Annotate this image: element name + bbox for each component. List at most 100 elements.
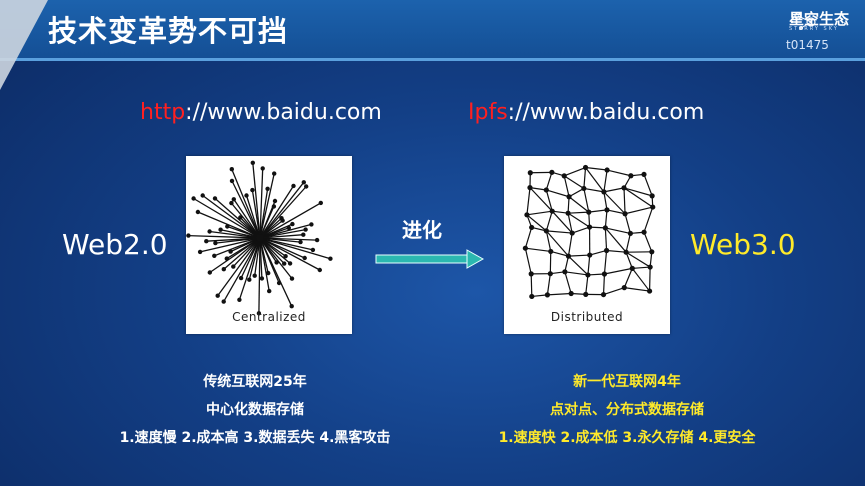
edge [564, 271, 572, 294]
edge [625, 251, 651, 268]
node [621, 185, 627, 191]
edge [604, 267, 633, 275]
edge [583, 187, 604, 193]
node [213, 240, 218, 246]
edge [531, 294, 548, 298]
spoke [259, 185, 295, 239]
edge [603, 169, 608, 192]
edge [625, 233, 631, 253]
slide-title: 技术变革势不可挡 [48, 14, 289, 48]
node [317, 267, 322, 273]
edge [568, 211, 589, 214]
node [529, 224, 535, 231]
edge [551, 210, 573, 234]
node [287, 261, 293, 266]
edge [631, 268, 651, 292]
node [224, 256, 229, 261]
node [212, 196, 218, 201]
node [301, 232, 306, 237]
spoke [259, 228, 306, 239]
spoke [214, 197, 261, 239]
node [600, 291, 607, 298]
node [266, 270, 271, 276]
node [274, 260, 279, 265]
edge [602, 273, 606, 295]
logo-subtext: STARRY SKY [789, 26, 839, 32]
node [641, 171, 647, 178]
web2-url: http://www.baidu.com [140, 100, 382, 125]
edge [604, 227, 627, 253]
node [328, 256, 333, 261]
node [195, 209, 201, 215]
web3-info-line: 1.速度快 2.成本低 3.永久存储 4.更安全 [498, 430, 756, 446]
centralized-label: Centralized [232, 310, 306, 324]
edge [550, 250, 569, 257]
edge [545, 210, 553, 232]
web2-url-protocol: http [140, 100, 186, 125]
spoke [220, 229, 261, 239]
node [290, 221, 295, 227]
node [301, 180, 306, 185]
node [298, 239, 303, 245]
node [215, 293, 220, 298]
node [529, 293, 535, 300]
edge [526, 210, 553, 216]
edge [603, 287, 625, 296]
edge [606, 249, 627, 253]
web2-info-line: 传统互联网25年 [203, 374, 307, 390]
spoke [217, 237, 261, 297]
node [238, 275, 244, 281]
node [259, 276, 265, 281]
edge [583, 188, 590, 213]
node [543, 187, 549, 193]
edge [547, 292, 572, 296]
node [256, 311, 262, 316]
edge [546, 189, 570, 198]
spoke [259, 237, 278, 263]
node [601, 189, 607, 195]
spoke [226, 237, 261, 260]
edge [589, 249, 607, 256]
node [289, 276, 295, 281]
edge [585, 166, 608, 171]
node [568, 290, 574, 297]
node [207, 270, 212, 275]
edge [568, 255, 589, 276]
node [283, 254, 288, 259]
node [565, 253, 572, 259]
edge [526, 187, 531, 215]
node [650, 204, 656, 210]
node [229, 200, 234, 206]
spoke [259, 202, 322, 239]
node [549, 208, 555, 214]
spoke [259, 223, 312, 239]
spoke [259, 168, 264, 239]
edge [563, 166, 586, 177]
edge [604, 227, 608, 251]
edge [605, 227, 631, 234]
web3-label: Web3.0 [690, 228, 796, 261]
distributed-label: Distributed [550, 310, 624, 324]
node [547, 271, 553, 277]
node [302, 255, 307, 261]
node [282, 261, 287, 266]
hub-node [256, 234, 264, 242]
spoke [188, 234, 261, 239]
node [583, 291, 589, 297]
edge [625, 251, 633, 269]
spoke [223, 237, 261, 270]
web2-label: Web2.0 [62, 228, 168, 261]
spoke [259, 234, 304, 239]
node [602, 225, 608, 231]
node [623, 249, 629, 255]
node [562, 269, 568, 275]
node [524, 212, 530, 218]
edge [564, 271, 589, 276]
edge [567, 212, 590, 228]
edge [603, 250, 608, 275]
node [581, 185, 587, 192]
node [543, 228, 549, 234]
spoke [252, 162, 261, 239]
node [603, 247, 610, 254]
centralized-network-graph [186, 160, 333, 316]
